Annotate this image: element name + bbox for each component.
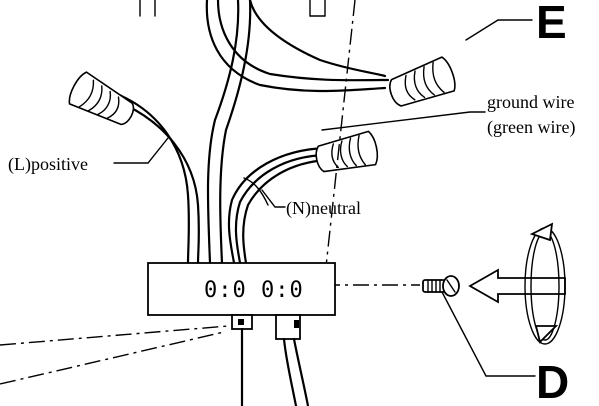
screw-icon (422, 275, 460, 297)
mount-hole (238, 319, 244, 325)
positive-pointer-line (113, 137, 169, 164)
ground-pointer-line (321, 111, 486, 131)
top-fixture-stubs (139, 0, 326, 17)
ground-wire-label: ground wire (487, 92, 574, 112)
neutral-label: (N)neutral (286, 198, 361, 219)
letter-d-label: D (536, 356, 569, 406)
wire-nut-upper-right (389, 56, 456, 107)
wire-nut-lower-right (315, 130, 379, 173)
switch-nub (294, 320, 299, 328)
dash-line-left-upper (0, 325, 229, 346)
dash-line-left-lower (0, 331, 225, 385)
letter-e-label: E (536, 0, 567, 48)
wire-bundle (110, 0, 390, 265)
neutral-pointer-line (261, 189, 286, 208)
d-pointer-line (441, 291, 536, 377)
rotate-icon (524, 222, 566, 345)
e-pointer-line (465, 19, 533, 41)
positive-label: (L)positive (8, 154, 88, 175)
dash-line-vertical (323, 0, 356, 286)
lower-wire-a (282, 337, 298, 406)
green-wire-label: (green wire) (487, 117, 575, 138)
wire-nut-left (68, 71, 135, 126)
display-readout: 0:0 0:0 (204, 278, 304, 303)
arrow-left-icon (468, 268, 566, 304)
lower-wire-b (292, 337, 310, 406)
